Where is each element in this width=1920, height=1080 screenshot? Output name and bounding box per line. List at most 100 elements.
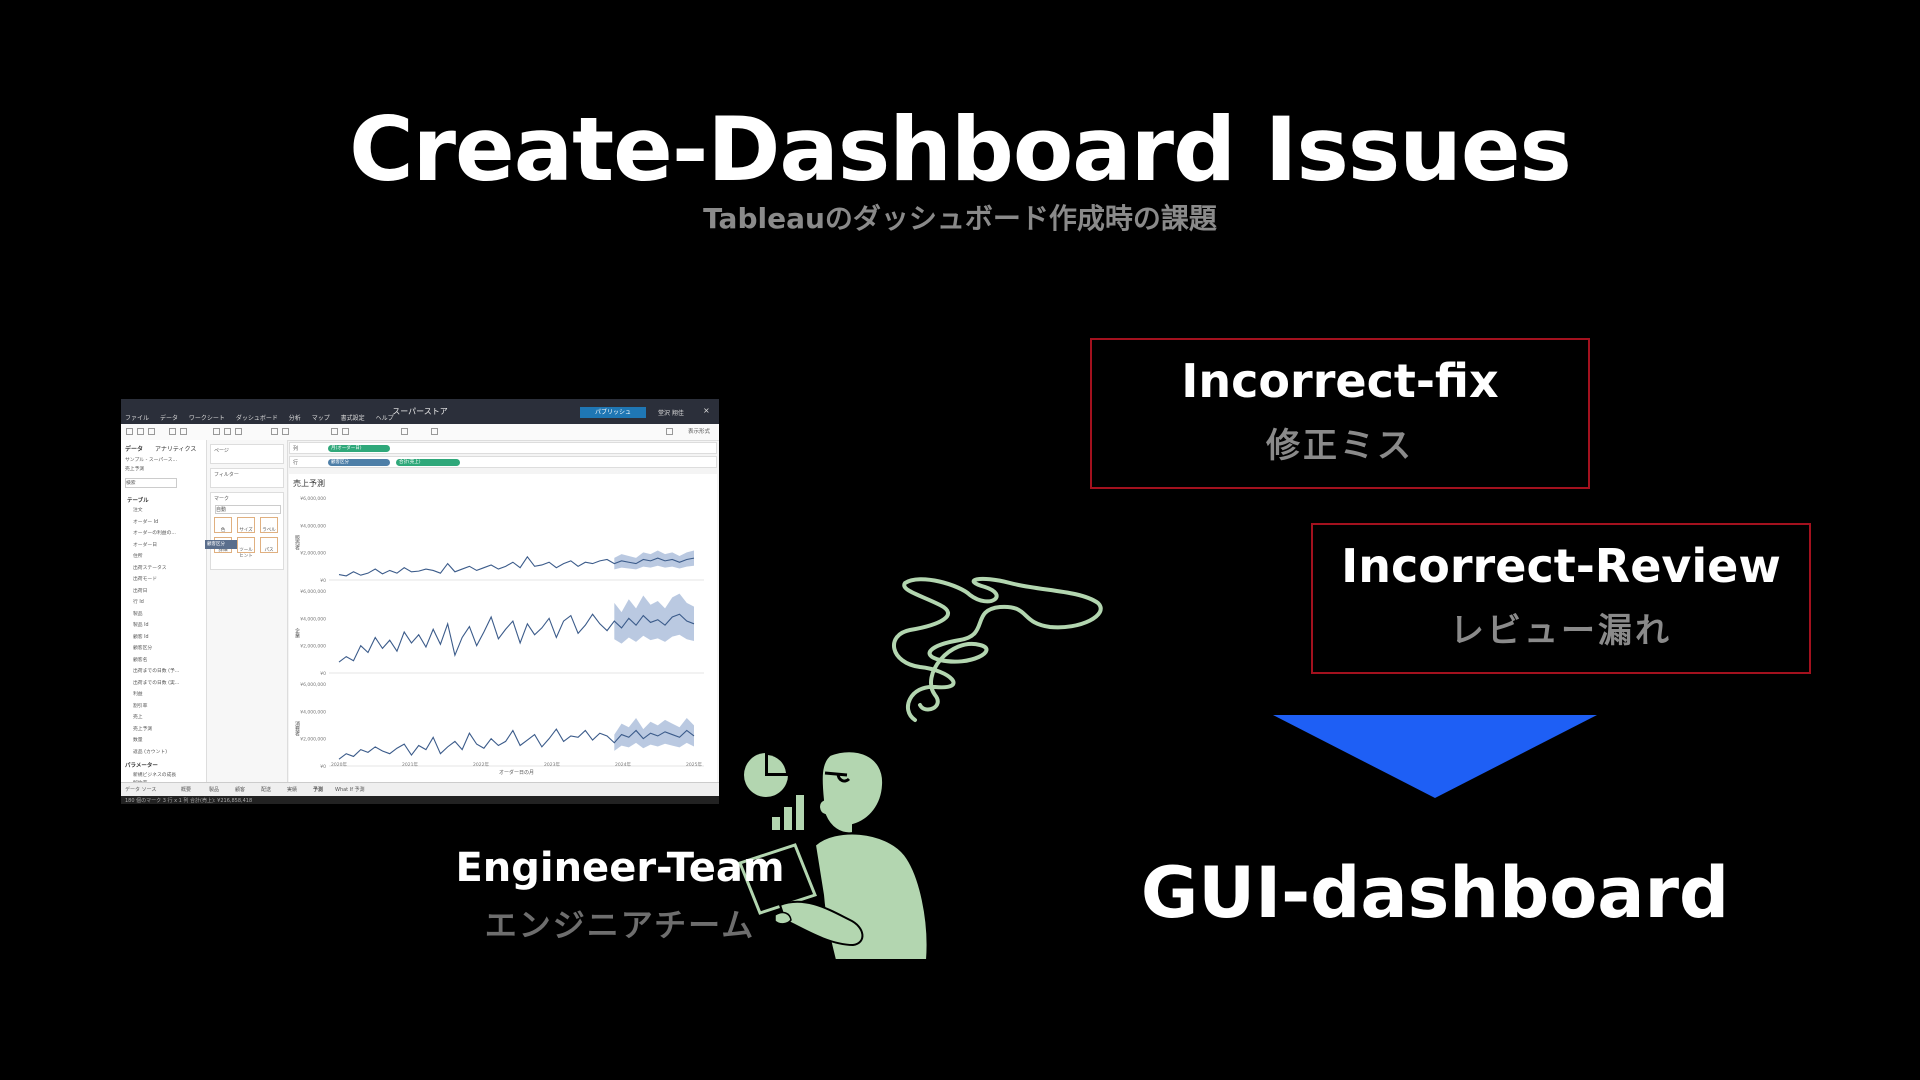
sort-icon[interactable] [282, 428, 289, 435]
field-item[interactable]: 製品 [133, 611, 143, 617]
y-tick-label: ¥2,000,000 [300, 737, 326, 743]
menu-item[interactable]: ヘルプ [375, 415, 394, 422]
share-icon[interactable] [666, 428, 673, 435]
field-item[interactable]: 製品 Id [133, 623, 149, 628]
field-item[interactable]: 住所 [133, 554, 143, 559]
show-me-button[interactable]: 表示形式 [688, 429, 711, 435]
field-item[interactable]: オーダー Id [133, 519, 159, 525]
sheet-tab[interactable]: 製品 [209, 787, 220, 793]
field-item[interactable]: 出荷モード [133, 577, 157, 582]
person-with-laptop-icon [738, 750, 929, 961]
x-axis-title: オーダー日の月 [499, 769, 534, 776]
menu-item[interactable]: マップ [311, 415, 330, 422]
y-tick-label: ¥4,000,000 [300, 616, 326, 622]
x-tick-label: 2020年 [331, 761, 347, 768]
field-item[interactable]: オーダー日 [133, 542, 157, 548]
menu-item[interactable]: ワークシート [188, 415, 225, 422]
tableau-screenshot: スーパーストア ファイル データ ワークシート ダッシュボード 分析 マップ 書… [121, 399, 719, 804]
group-icon[interactable] [342, 428, 349, 435]
label-button[interactable]: ラベル [260, 517, 278, 533]
field-item[interactable]: 返品 (カウント) [133, 749, 168, 755]
sheet-item[interactable]: 売上予測 [125, 467, 145, 472]
x-tick-label: 2023年 [544, 761, 560, 768]
undo-icon[interactable] [126, 428, 133, 435]
sheet-tab[interactable]: 実績 [287, 787, 298, 793]
field-item[interactable]: 注文 [133, 508, 143, 513]
y-tick-label: ¥0 [320, 578, 326, 584]
datasource-item[interactable]: サンプル - スーパース... [125, 458, 178, 463]
series-line [338, 555, 695, 577]
fit-icon[interactable] [401, 428, 408, 435]
series-line [338, 613, 695, 663]
menu-item[interactable]: データ [159, 415, 178, 422]
field-item[interactable]: 出荷日 [133, 588, 148, 594]
menu-item[interactable]: ファイル [125, 415, 150, 422]
pages-label: ページ [214, 448, 229, 454]
forecast-band [614, 593, 694, 644]
field-item[interactable]: 顧客区分 [133, 646, 153, 651]
duplicate-icon[interactable] [224, 428, 231, 435]
field-item[interactable]: 利益 [133, 692, 143, 697]
new-datasource-icon[interactable] [169, 428, 176, 435]
columns-pill[interactable]: 月(オーダー日) [328, 445, 390, 452]
close-icon[interactable]: × [703, 406, 710, 415]
field-item[interactable]: 顧客 Id [133, 634, 149, 640]
rows-pill[interactable]: 合計(売上) [396, 459, 460, 466]
marks-label: マーク [214, 496, 230, 502]
down-arrow-icon [1273, 715, 1597, 798]
new-sheet-icon[interactable] [213, 428, 220, 435]
sheet-tab[interactable]: データ ソース [125, 787, 157, 793]
menu-item[interactable]: ダッシュボード [235, 415, 278, 422]
tooltip-button[interactable]: ツールヒント [237, 537, 255, 559]
field-item[interactable]: 出荷までの日数 (予... [133, 669, 180, 674]
rows-shelf[interactable]: 行 顧客区分 合計(売上) [289, 456, 717, 468]
redo-icon[interactable] [137, 428, 144, 435]
forecast-chart: ¥0¥2,000,000¥4,000,000¥6,000,000販売者¥0¥2,… [294, 496, 704, 776]
field-item[interactable]: 出荷ステータス [133, 565, 167, 571]
field-item[interactable]: 売上予測 [133, 726, 153, 732]
field-item[interactable]: オーダーの利益の... [133, 531, 176, 536]
analytics-tab[interactable]: アナリティクス [155, 446, 197, 453]
columns-shelf[interactable]: 列 月(オーダー日) [289, 442, 717, 454]
x-tick-label: 2025年 [686, 761, 702, 768]
clear-icon[interactable] [235, 428, 242, 435]
search-input[interactable]: 検索 [125, 478, 177, 488]
field-item[interactable]: 売上 [133, 715, 143, 720]
sheet-tab[interactable]: 配送 [261, 787, 272, 793]
field-item[interactable]: 顧客名 [133, 657, 148, 663]
sheet-tab-active[interactable]: 予測 [313, 787, 324, 793]
publish-button[interactable]: パブリッシュ [580, 407, 646, 418]
tooltip-icon[interactable] [431, 428, 438, 435]
path-button[interactable]: パス [260, 537, 278, 553]
field-item[interactable]: 数量 [133, 738, 143, 743]
field-item[interactable]: 出荷までの日数 (実... [133, 680, 180, 686]
tables-label: テーブル [127, 498, 149, 504]
swap-icon[interactable] [271, 428, 278, 435]
parameter-item[interactable]: 新規ビジネスの成長 [133, 773, 177, 778]
user-name[interactable]: 堂沢 翔佳 [658, 410, 684, 417]
sheet-tab[interactable]: What If 予測 [335, 787, 365, 793]
sheet-tab[interactable]: 顧客 [235, 787, 246, 793]
field-item[interactable]: 行 Id [133, 600, 144, 605]
data-pane: データ アナリティクス サンプル - スーパース... 売上予測 検索 テーブル… [121, 440, 207, 790]
marks-type-select[interactable]: 自動 [215, 505, 281, 514]
y-tick-label: ¥6,000,000 [300, 682, 326, 688]
series-line [338, 728, 695, 760]
menu-item[interactable]: 書式設定 [340, 415, 365, 422]
issue-box-incorrect-review: Incorrect-Review レビュー漏れ [1311, 523, 1811, 674]
save-icon[interactable] [148, 428, 155, 435]
menu-item[interactable]: 分析 [288, 415, 301, 422]
pause-icon[interactable] [180, 428, 187, 435]
highlight-icon[interactable] [331, 428, 338, 435]
size-button[interactable]: サイズ [237, 517, 255, 533]
y-tick-label: ¥2,000,000 [300, 644, 326, 650]
rows-pill[interactable]: 顧客区分 [328, 459, 390, 466]
sheet-tab[interactable]: 概要 [181, 787, 192, 793]
toolbar [121, 424, 719, 441]
data-tab[interactable]: データ [125, 446, 144, 453]
filters-card[interactable]: フィルター [210, 468, 284, 488]
color-button[interactable]: 色 [214, 517, 232, 533]
panel-label: 企業 [294, 627, 300, 639]
field-item[interactable]: 割引率 [133, 703, 148, 709]
pages-card[interactable]: ページ [210, 444, 284, 464]
